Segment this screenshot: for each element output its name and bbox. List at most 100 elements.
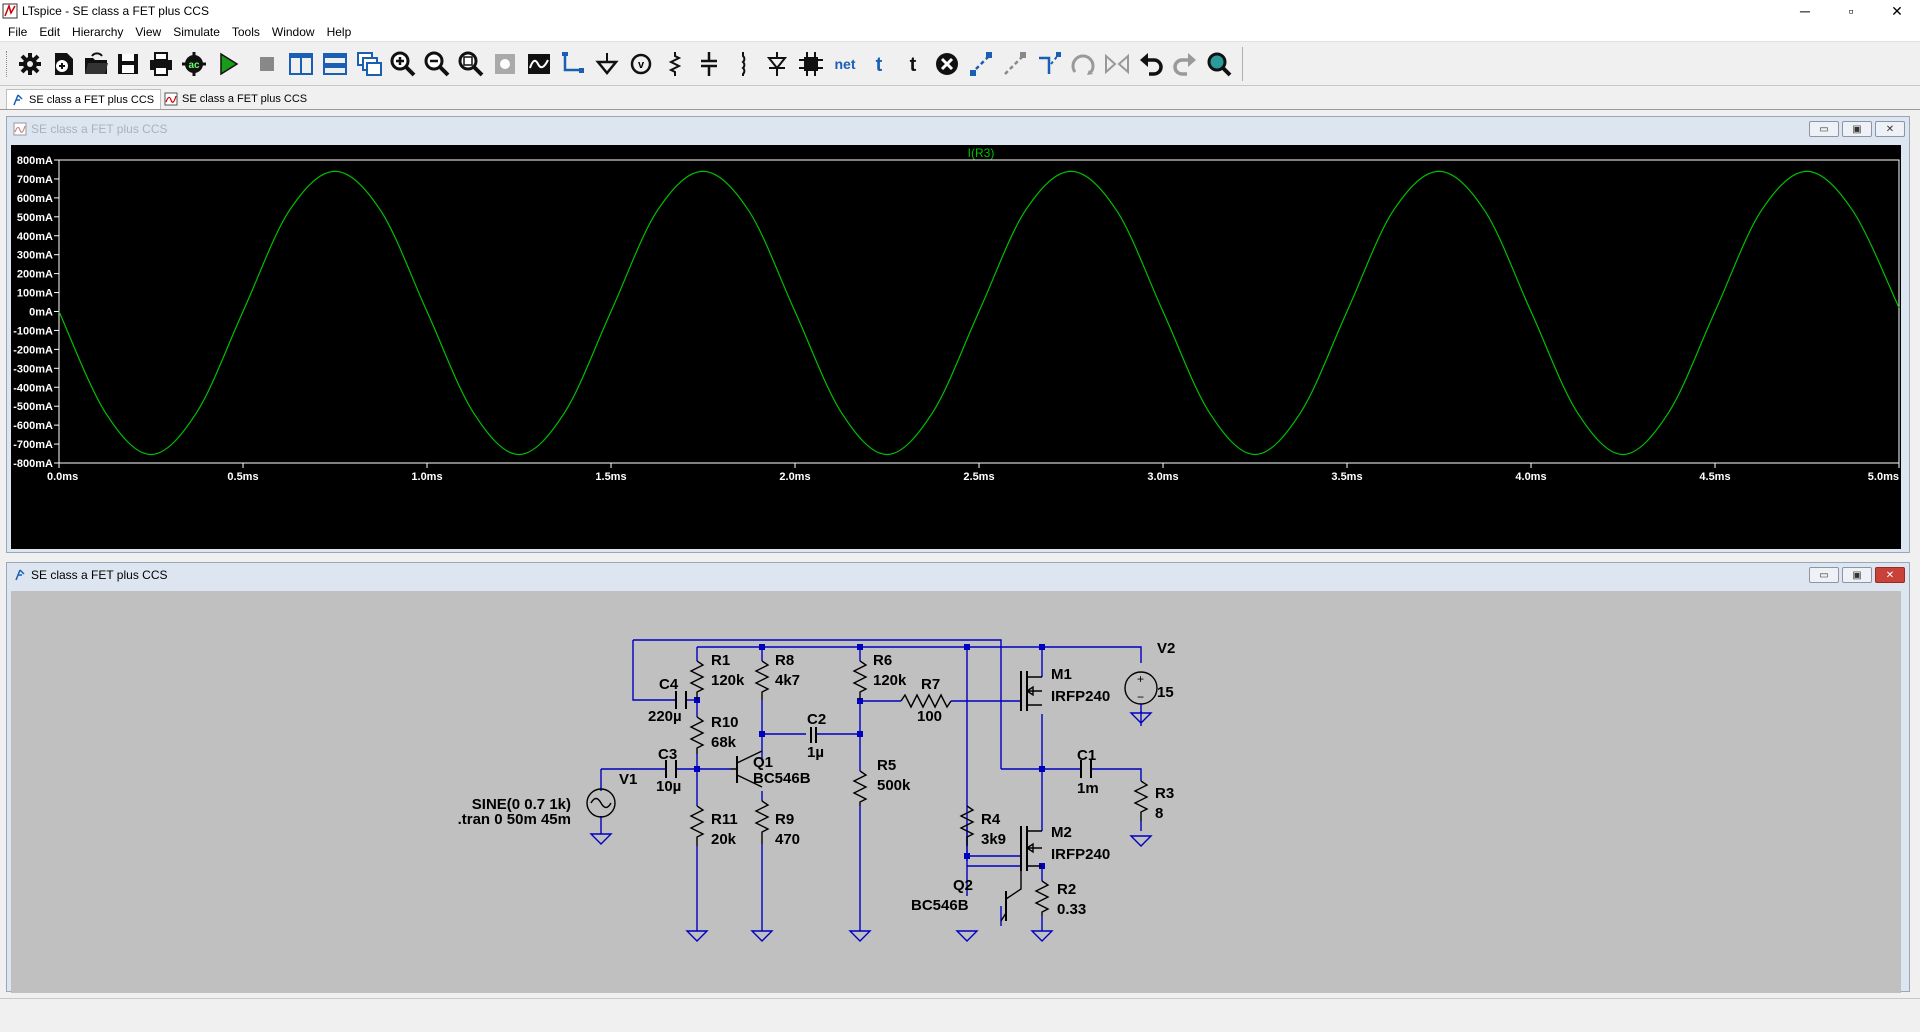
spice-directive-icon[interactable]: t: [897, 49, 929, 79]
menu-edit[interactable]: Edit: [39, 24, 61, 39]
menu-hierarchy[interactable]: Hierarchy: [72, 24, 124, 39]
undo-icon[interactable]: [1135, 49, 1167, 79]
label-r9[interactable]: R9: [775, 811, 794, 828]
new-schematic-icon[interactable]: [48, 49, 80, 79]
trace-i-r3[interactable]: [58, 170, 1900, 456]
label-c1[interactable]: C1: [1077, 747, 1096, 764]
value-r11[interactable]: 20k: [711, 831, 737, 848]
label-r5[interactable]: R5: [877, 757, 896, 774]
autoscale-icon[interactable]: [523, 49, 555, 79]
drag-icon[interactable]: [1033, 49, 1065, 79]
minimize-button[interactable]: ─: [1800, 3, 1810, 19]
label-r10[interactable]: R10: [711, 714, 739, 731]
capacitor-icon[interactable]: [693, 49, 725, 79]
zoom-out-icon[interactable]: [421, 49, 453, 79]
value-r9[interactable]: 470: [775, 831, 800, 848]
tile-horizontal-icon[interactable]: [319, 49, 351, 79]
waveform-close-button[interactable]: ✕: [1875, 121, 1905, 137]
zoom-fit-icon[interactable]: [455, 49, 487, 79]
resistor-icon[interactable]: [659, 49, 691, 79]
label-c3[interactable]: C3: [658, 746, 677, 763]
tab-schematic[interactable]: SE class a FET plus CCS: [6, 89, 162, 109]
trace-label[interactable]: I(R3): [968, 146, 995, 160]
zoom-in-icon[interactable]: [387, 49, 419, 79]
save-icon[interactable]: [112, 49, 144, 79]
tab-waveform[interactable]: SE class a FET plus CCS: [160, 89, 313, 109]
value-m1[interactable]: IRFP240: [1051, 688, 1110, 705]
label-r3[interactable]: R3: [1155, 785, 1174, 802]
redo-icon[interactable]: [1169, 49, 1201, 79]
label-q2[interactable]: Q2: [953, 877, 973, 894]
label-r1[interactable]: R1: [711, 652, 730, 669]
label-r6[interactable]: R6: [873, 652, 892, 669]
inductor-icon[interactable]: [727, 49, 759, 79]
open-icon[interactable]: [80, 49, 112, 79]
label-r4[interactable]: R4: [981, 811, 1001, 828]
label-m2[interactable]: M2: [1051, 824, 1072, 841]
menu-view[interactable]: View: [135, 24, 162, 39]
find-icon[interactable]: [1203, 49, 1235, 79]
menu-file[interactable]: File: [8, 24, 28, 39]
value-r5[interactable]: 500k: [877, 777, 911, 794]
label-r7[interactable]: R7: [921, 676, 940, 693]
value-c4[interactable]: 220µ: [648, 708, 682, 725]
value-v1[interactable]: SINE(0 0.7 1k): [472, 796, 571, 813]
cascade-icon[interactable]: [353, 49, 385, 79]
label-c4[interactable]: C4: [659, 676, 679, 693]
gear-icon[interactable]: [14, 49, 46, 79]
label-v2[interactable]: V2: [1157, 640, 1175, 657]
move-icon[interactable]: [999, 49, 1031, 79]
component-icon[interactable]: [795, 49, 827, 79]
zoom-area-icon[interactable]: [489, 49, 521, 79]
ground-icon[interactable]: [591, 49, 623, 79]
value-c1[interactable]: 1m: [1077, 780, 1099, 797]
value-r7[interactable]: 100: [917, 708, 942, 725]
value-r3[interactable]: 8: [1155, 805, 1163, 822]
label-m1[interactable]: M1: [1051, 666, 1072, 683]
duplicate-icon[interactable]: [965, 49, 997, 79]
maximize-button[interactable]: ▫: [1848, 3, 1854, 19]
wire-icon[interactable]: [557, 49, 589, 79]
menu-simulate[interactable]: Simulate: [173, 24, 220, 39]
value-r1[interactable]: 120k: [711, 672, 745, 689]
value-r8[interactable]: 4k7: [775, 672, 800, 689]
diode-icon[interactable]: [761, 49, 793, 79]
value-r4[interactable]: 3k9: [981, 831, 1006, 848]
schematic-close-button[interactable]: ✕: [1875, 567, 1905, 583]
schematic-minimize-button[interactable]: ▭: [1809, 567, 1839, 583]
tran-directive[interactable]: .tran 0 50m 45m: [458, 811, 571, 828]
delete-icon[interactable]: [931, 49, 963, 79]
mirror-icon[interactable]: [1101, 49, 1133, 79]
print-icon[interactable]: [145, 49, 177, 79]
rotate-icon[interactable]: [1067, 49, 1099, 79]
label-r2[interactable]: R2: [1057, 881, 1076, 898]
waveform-restore-button[interactable]: ▣: [1842, 121, 1872, 137]
schematic-restore-button[interactable]: ▣: [1842, 567, 1872, 583]
schematic-canvas[interactable]: +− R1 120k: [11, 591, 1901, 993]
text-icon[interactable]: t: [863, 49, 895, 79]
waveform-window-caption[interactable]: SE class a FET plus CCS: [7, 117, 1909, 141]
label-q1[interactable]: Q1: [753, 754, 773, 771]
value-c2[interactable]: 1µ: [807, 744, 824, 761]
schematic-window[interactable]: SE class a FET plus CCS ▭ ▣ ✕: [6, 562, 1910, 993]
toolbar-grip[interactable]: [6, 51, 9, 77]
label-c2[interactable]: C2: [807, 711, 826, 728]
menu-tools[interactable]: Tools: [231, 24, 260, 39]
value-v2[interactable]: 15: [1157, 684, 1174, 701]
menu-window[interactable]: Window: [271, 24, 315, 39]
label-r8[interactable]: R8: [775, 652, 794, 669]
waveform-minimize-button[interactable]: ▭: [1809, 121, 1839, 137]
close-button[interactable]: ✕: [1891, 2, 1903, 19]
label-r11[interactable]: R11: [711, 811, 738, 828]
value-q2[interactable]: BC546B: [911, 897, 969, 914]
halt-icon[interactable]: [251, 49, 283, 79]
net-icon[interactable]: net: [829, 49, 861, 79]
value-r6[interactable]: 120k: [873, 672, 907, 689]
menu-help[interactable]: Help: [326, 24, 352, 39]
value-c3[interactable]: 10µ: [656, 778, 681, 795]
waveform-window[interactable]: SE class a FET plus CCS ▭ ▣ ✕ I(R3) 800m…: [6, 116, 1910, 553]
ac-analysis-icon[interactable]: ac: [178, 49, 210, 79]
value-r2[interactable]: 0.33: [1057, 901, 1086, 918]
value-q1[interactable]: BC546B: [753, 770, 811, 787]
run-icon[interactable]: [212, 49, 244, 79]
